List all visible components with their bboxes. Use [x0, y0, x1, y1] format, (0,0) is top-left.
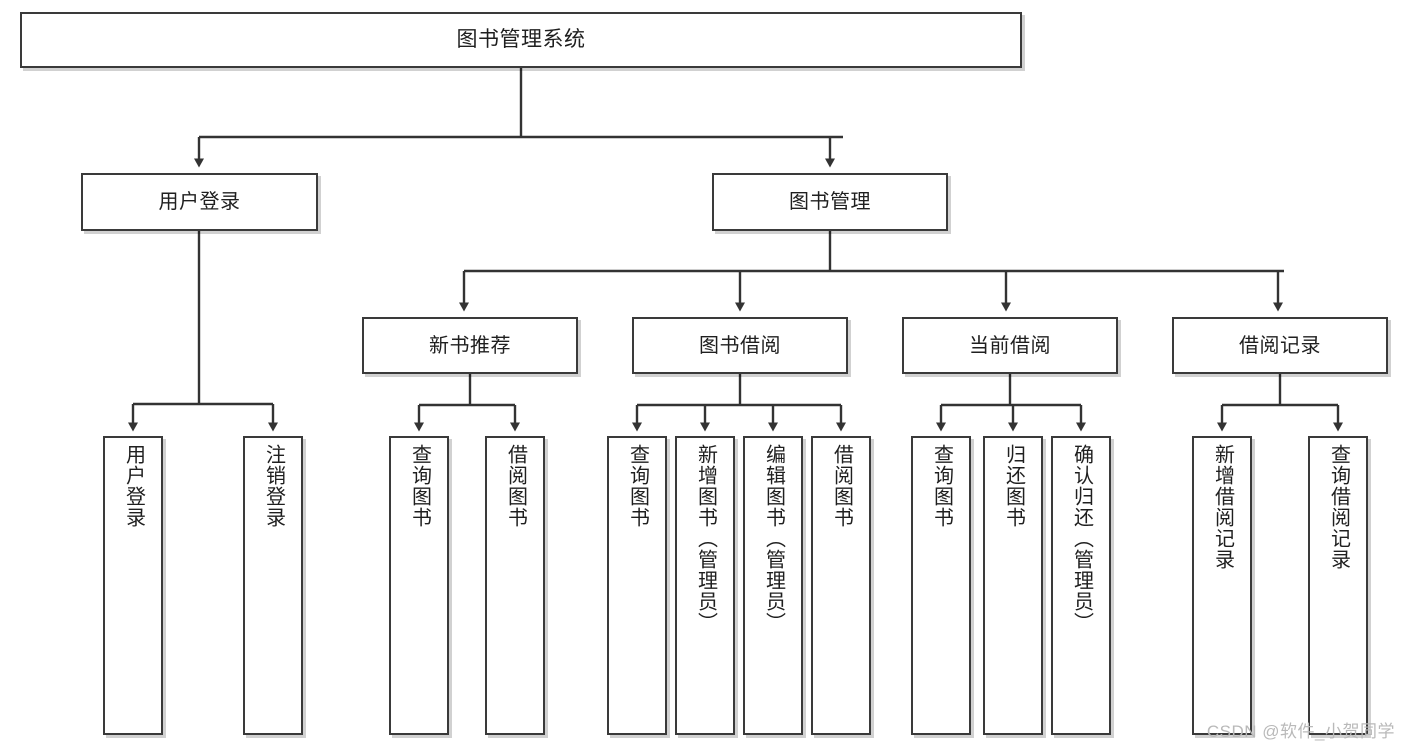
- node-book-borrow-label: 图书借阅: [699, 334, 781, 357]
- leaf-node-label: 查询图书: [930, 444, 953, 528]
- node-new-book-recommend[interactable]: 新书推荐: [362, 317, 578, 374]
- leaf-node-label: 借阅图书: [504, 444, 527, 528]
- node-book-management-label: 图书管理: [789, 191, 871, 213]
- node-borrow-record-label: 借阅记录: [1239, 334, 1321, 357]
- node-current-borrow-label: 当前借阅: [969, 334, 1051, 357]
- leaf-node-label: 注销登录: [262, 444, 285, 528]
- node-user-login[interactable]: 用户登录: [81, 173, 318, 231]
- leaf-node[interactable]: 借阅图书: [811, 436, 871, 735]
- node-root-label: 图书管理系统: [456, 28, 586, 52]
- leaf-node-label: 查询图书: [408, 444, 431, 528]
- leaf-node[interactable]: 确认归还（管理员）: [1051, 436, 1111, 735]
- leaf-node[interactable]: 查询借阅记录: [1308, 436, 1368, 735]
- node-new-book-recommend-label: 新书推荐: [429, 334, 511, 357]
- node-current-borrow[interactable]: 当前借阅: [902, 317, 1118, 374]
- leaf-node-label: 确认归还（管理员）: [1070, 444, 1093, 633]
- leaf-node[interactable]: 注销登录: [243, 436, 303, 735]
- watermark-text: CSDN @软件_小贺同学: [1206, 722, 1395, 741]
- leaf-node[interactable]: 查询图书: [911, 436, 971, 735]
- leaf-node[interactable]: 查询图书: [607, 436, 667, 735]
- node-root[interactable]: 图书管理系统: [20, 12, 1022, 68]
- leaf-node-label: 用户登录: [122, 444, 145, 528]
- leaf-node-label: 新增借阅记录: [1211, 444, 1234, 570]
- leaf-node[interactable]: 新增图书（管理员）: [675, 436, 735, 735]
- node-book-management[interactable]: 图书管理: [712, 173, 948, 231]
- leaf-node[interactable]: 新增借阅记录: [1192, 436, 1252, 735]
- leaf-node[interactable]: 查询图书: [389, 436, 449, 735]
- node-user-login-label: 用户登录: [158, 191, 241, 213]
- leaf-node[interactable]: 归还图书: [983, 436, 1043, 735]
- node-borrow-record[interactable]: 借阅记录: [1172, 317, 1388, 374]
- node-book-borrow[interactable]: 图书借阅: [632, 317, 848, 374]
- leaf-node[interactable]: 借阅图书: [485, 436, 545, 735]
- leaf-node-label: 编辑图书（管理员）: [762, 444, 785, 633]
- leaf-node[interactable]: 编辑图书（管理员）: [743, 436, 803, 735]
- leaf-node-label: 借阅图书: [830, 444, 853, 528]
- leaf-node-label: 新增图书（管理员）: [694, 444, 717, 633]
- leaf-node-label: 归还图书: [1002, 444, 1025, 528]
- leaf-node-label: 查询借阅记录: [1327, 444, 1350, 570]
- leaf-node-label: 查询图书: [626, 444, 649, 528]
- leaf-node[interactable]: 用户登录: [103, 436, 163, 735]
